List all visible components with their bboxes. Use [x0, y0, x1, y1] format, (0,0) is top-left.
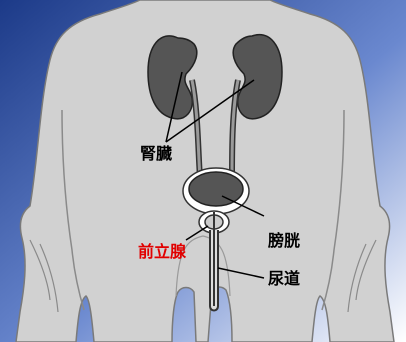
bladder — [189, 172, 243, 206]
urethra-label: 尿道 — [268, 271, 300, 287]
prostate-label: 前立腺 — [138, 244, 186, 260]
kidney-label: 腎臓 — [140, 146, 172, 162]
bladder-label: 膀胱 — [268, 233, 300, 249]
